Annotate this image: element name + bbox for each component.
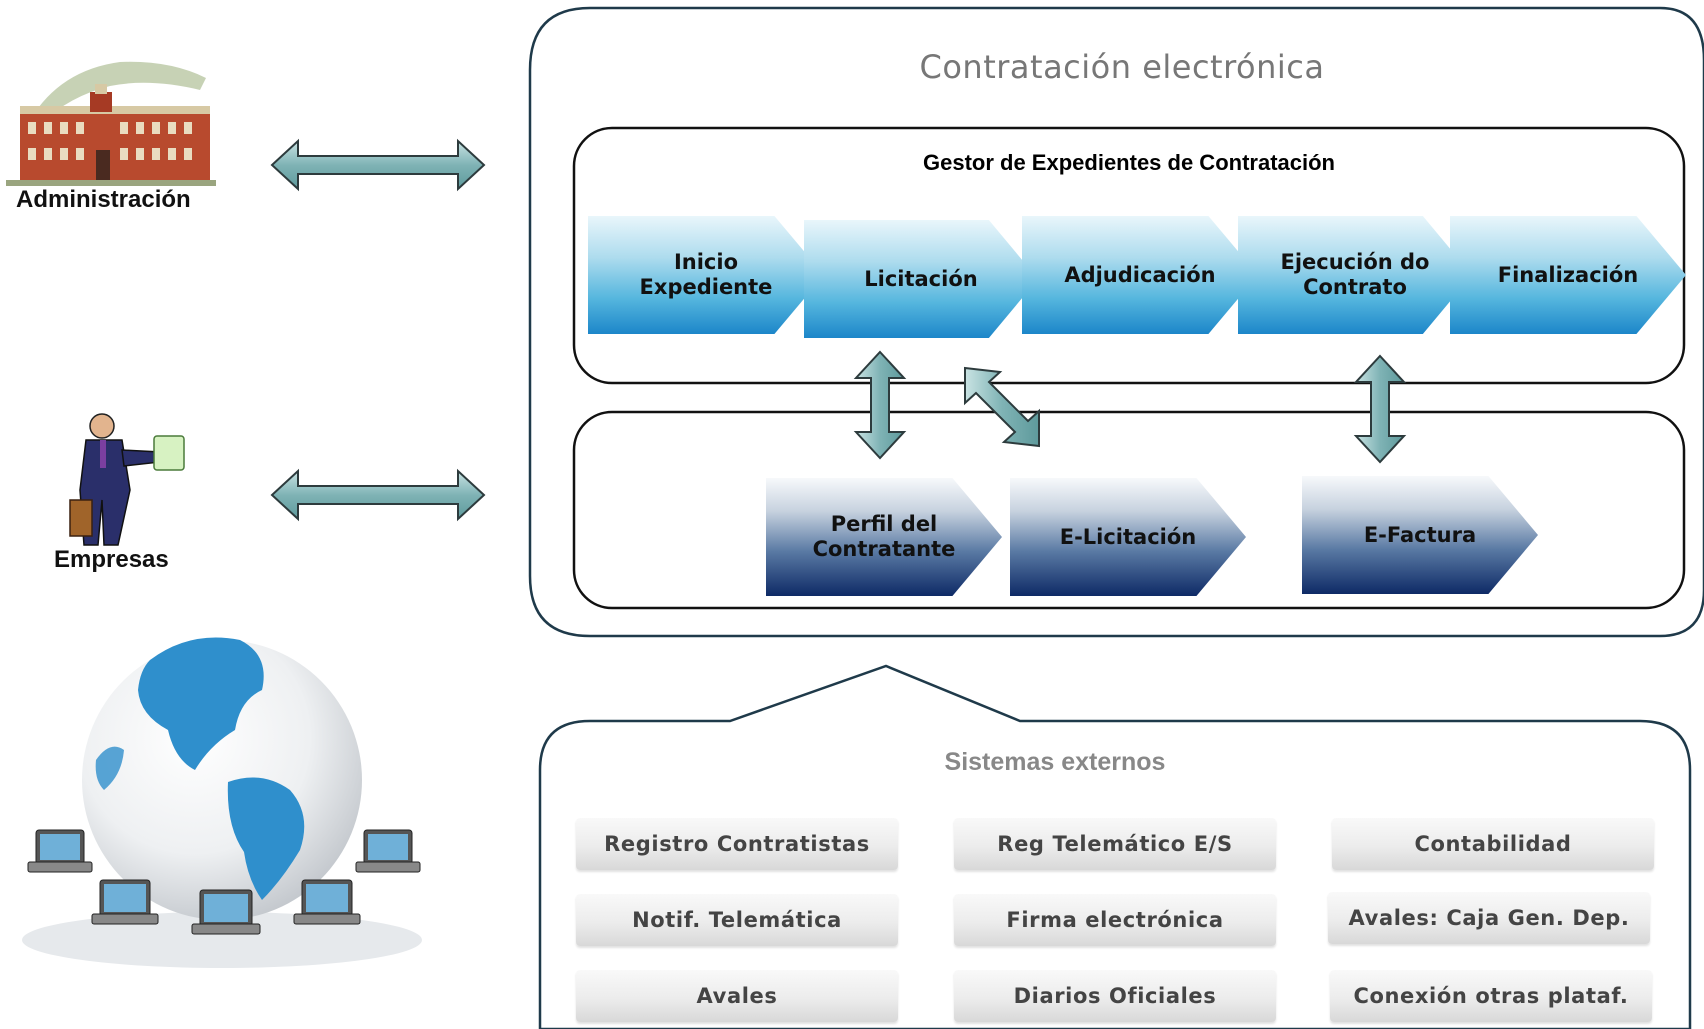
arrow-administracion [270, 138, 486, 192]
step-label: Licitación [864, 266, 978, 291]
module-e-factura[interactable]: E-Factura [1302, 476, 1538, 594]
step-label: Ejecución do Contrato [1280, 250, 1430, 299]
step-label: Adjudicación [1064, 262, 1216, 287]
ext-diarios-oficiales[interactable]: Diarios Oficiales [954, 970, 1276, 1022]
module-e-licitacion[interactable]: E-Licitación [1010, 478, 1246, 596]
step-adjudicacion[interactable]: Adjudicación [1022, 216, 1258, 334]
ext-notif-telematica[interactable]: Notif. Telemática [576, 894, 898, 946]
globe-illustration [22, 637, 422, 968]
step-finalizacion[interactable]: Finalización [1450, 216, 1686, 334]
module-label: E-Licitación [1059, 524, 1197, 549]
ext-contabilidad[interactable]: Contabilidad [1332, 818, 1654, 870]
ext-avales[interactable]: Avales [576, 970, 898, 1022]
step-label: Finalización [1497, 262, 1639, 287]
module-perfil-contratante[interactable]: Perfil del Contratante [766, 478, 1002, 596]
externos-title: Sistemas externos [944, 748, 1166, 776]
step-inicio-expediente[interactable]: Inicio Expediente [588, 216, 824, 334]
ext-registro-contratistas[interactable]: Registro Contratistas [576, 818, 898, 870]
arrow-licitacion-elicitacion [964, 366, 1040, 448]
module-label: Perfil del Contratante [812, 512, 956, 561]
step-licitacion[interactable]: Licitación [804, 220, 1038, 338]
gestor-title: Gestor de Expedientes de Contratación [923, 150, 1335, 175]
empresas-label: Empresas [54, 546, 169, 573]
step-ejecucion-contrato[interactable]: Ejecución do Contrato [1238, 216, 1472, 334]
module-label: E-Factura [1363, 522, 1477, 547]
ext-conexion-otras[interactable]: Conexión otras plataf. [1330, 970, 1652, 1022]
building-illustration [6, 61, 216, 186]
ext-reg-telematico[interactable]: Reg Telemático E/S [954, 818, 1276, 870]
administracion-label: Administración [16, 186, 191, 213]
arrow-ejecucion-efactura [1353, 354, 1407, 464]
arrow-licitacion-perfil [853, 350, 907, 460]
businessman-illustration [69, 413, 185, 546]
main-title: Contratación electrónica [919, 48, 1325, 86]
ext-avales-caja[interactable]: Avales: Caja Gen. Dep. [1328, 892, 1650, 944]
ext-firma-electronica[interactable]: Firma electrónica [954, 894, 1276, 946]
arrow-empresas [270, 468, 486, 522]
step-label: Inicio Expediente [639, 250, 773, 299]
